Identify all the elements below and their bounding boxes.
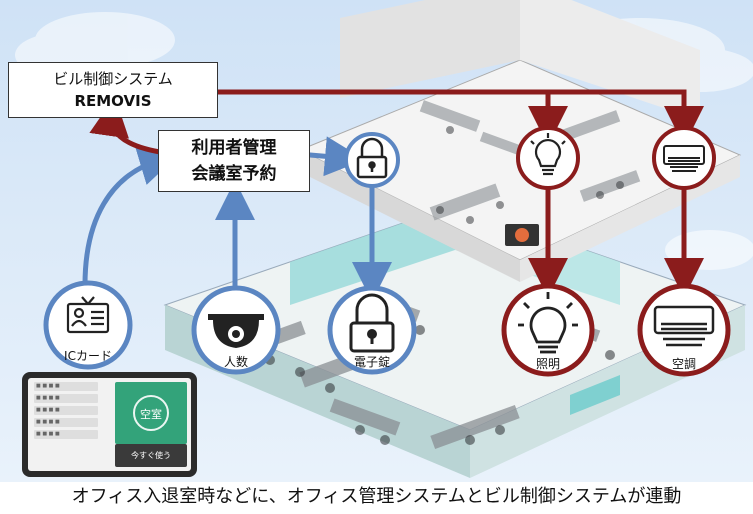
mgmt-room-booking: 会議室予約 <box>191 164 277 184</box>
status-ring-icon <box>133 395 169 431</box>
aircon-node <box>637 283 731 377</box>
mgmt-user-management: 利用者管理 <box>191 138 277 158</box>
arrow-ic-to-mgmt <box>82 146 180 288</box>
bms-box: ビル制御システム REMOVIS <box>8 62 218 118</box>
elock-label: 電子錠 <box>353 355 390 369</box>
list-item: ■ ■ ■ ■ <box>34 430 98 439</box>
upper-light-node <box>516 126 580 190</box>
aircon-icon <box>653 305 715 347</box>
lock-icon <box>349 293 395 353</box>
people-label: 人数 <box>223 355 248 369</box>
light-node <box>501 283 595 377</box>
camera-icon <box>208 314 264 348</box>
mgmt-box: 利用者管理 会議室予約 <box>158 130 310 192</box>
blue-arrows <box>82 136 392 302</box>
lock-icon <box>356 137 388 179</box>
tablet-screen: ■ ■ ■ ■ ■ ■ ■ ■ ■ ■ ■ ■ ■ ■ ■ ■ ■ ■ ■ ■ … <box>28 378 191 471</box>
aircon-label: 空調 <box>671 357 696 371</box>
light-label: 照明 <box>535 357 560 371</box>
people-node <box>191 285 281 375</box>
tablet-schedule-list: ■ ■ ■ ■ ■ ■ ■ ■ ■ ■ ■ ■ ■ ■ ■ ■ ■ ■ ■ ■ <box>34 382 98 442</box>
vacant-status-panel: 空室 <box>115 382 187 444</box>
arrow-mgmt-to-bms <box>89 96 163 155</box>
red-arrows <box>89 89 704 298</box>
list-item: ■ ■ ■ ■ <box>34 382 98 391</box>
bms-product-name: REMOVIS <box>74 92 152 110</box>
list-item: ■ ■ ■ ■ <box>34 418 98 427</box>
use-now-button[interactable]: 今すぐ使う <box>115 444 187 467</box>
bms-title: ビル制御システム <box>53 70 173 88</box>
aircon-icon <box>663 145 705 172</box>
room-tablet: ■ ■ ■ ■ ■ ■ ■ ■ ■ ■ ■ ■ ■ ■ ■ ■ ■ ■ ■ ■ … <box>22 372 197 477</box>
arrow-bms-to-aircon-upper <box>215 89 704 146</box>
bulb-icon <box>530 133 566 176</box>
arrow-mgmt-to-lock <box>307 136 365 177</box>
list-item: ■ ■ ■ ■ <box>34 406 98 415</box>
ic-card-label: ICカード <box>64 349 112 363</box>
caption: オフィス入退室時などに、オフィス管理システムとビル制御システムが連動 <box>0 482 753 514</box>
list-item: ■ ■ ■ ■ <box>34 394 98 403</box>
bulb-icon <box>518 292 578 354</box>
ic-card-node <box>43 280 133 370</box>
upper-lock-node <box>344 132 400 188</box>
vacant-label: 空室 <box>140 408 162 421</box>
elock-node <box>327 285 417 375</box>
upper-aircon-node <box>652 126 716 190</box>
ic-card-icon <box>66 296 110 334</box>
